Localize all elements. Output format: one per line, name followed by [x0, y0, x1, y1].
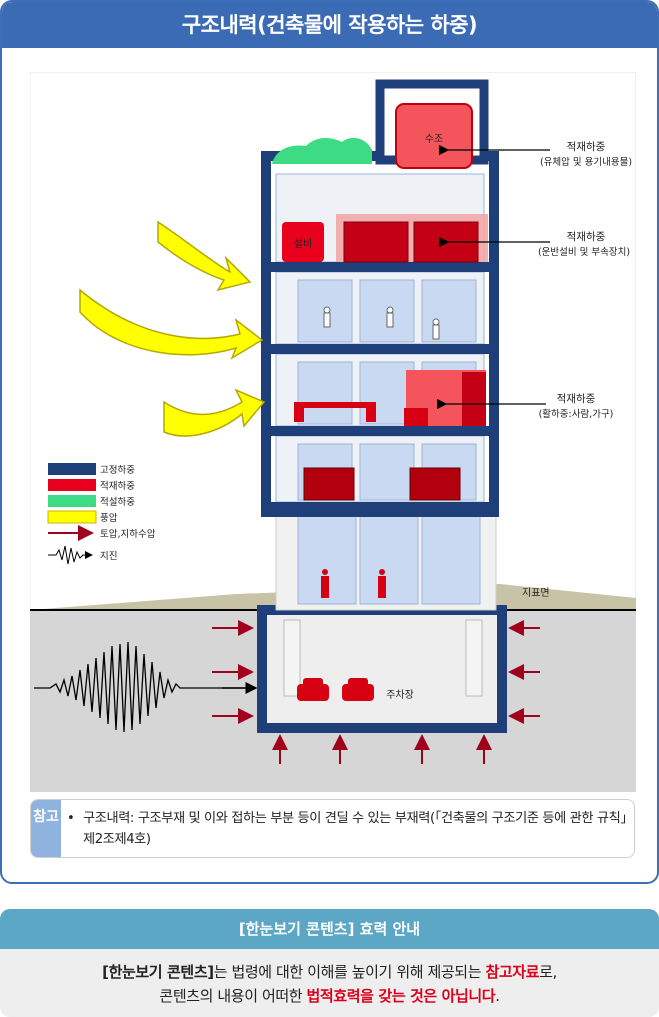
water-tank [395, 103, 473, 169]
callout-detail: (활하중:사람,가구) [539, 408, 614, 420]
bullet-icon: • [67, 811, 75, 826]
basement-structure [257, 605, 507, 733]
callout-detail: (유체압 및 용기내용물) [540, 156, 632, 168]
callout-detail: (운반설비 및 부속장치) [538, 246, 630, 258]
notice-text: 콘텐츠의 내용이 어떠한 [159, 987, 307, 1005]
legend-label: 적재하중 [100, 480, 135, 492]
equipment-unit [282, 222, 324, 262]
notice-highlight: 참고자료 [485, 963, 540, 981]
callout-title: 적재하중 [557, 392, 596, 405]
building-load-diagram: 수조 설비 주차장 지표면 적재하중 (유체압 및 용기내용물) 적재하중 (운… [30, 72, 636, 792]
reference-note: 참고 • 구조내력: 구조부재 및 이와 접하는 부분 등이 견딜 수 있는 부… [30, 799, 635, 858]
note-tag: 참고 [31, 800, 61, 857]
car-icon [297, 678, 329, 701]
parking-label: 주차장 [386, 689, 414, 701]
wind-arrows [79, 220, 266, 437]
ground-surface-label: 지표면 [522, 587, 550, 599]
notice-text: 는 법령에 대한 이해를 높이기 위해 제공되는 [213, 963, 486, 981]
callout-title: 적재하중 [567, 140, 606, 153]
notice-line-2: 콘텐츠의 내용이 어떠한 법적효력을 갖는 것은 아닙니다. [0, 984, 659, 1008]
callout-title: 적재하중 [567, 230, 606, 243]
legend-label: 지진 [100, 551, 117, 562]
legend-label: 풍압 [100, 512, 118, 524]
notice-content-name: [한눈보기 콘텐츠] [102, 963, 214, 981]
legend-label: 적설하중 [100, 496, 135, 508]
legend: 고정하중 적재하중 적설하중 풍압 토압,지하수압 지진 [47, 463, 156, 565]
legend-label: 토압,지하수압 [100, 528, 156, 540]
note-text: • 구조내력: 구조부재 및 이와 접하는 부분 등이 견딜 수 있는 부재력(… [67, 808, 628, 850]
notice-body: [한눈보기 콘텐츠]는 법령에 대한 이해를 높이기 위해 제공되는 참고자료로… [0, 949, 659, 1017]
notice-text: 로, [539, 963, 557, 981]
water-tank-label: 수조 [425, 133, 443, 145]
car-icon [342, 678, 374, 701]
notice-title: [한눈보기 콘텐츠] 효력 안내 [0, 909, 659, 949]
seismic-wave [34, 641, 256, 733]
equipment-label: 설비 [294, 238, 312, 250]
notice-highlight: 법적효력을 갖는 것은 아닙니다 [306, 987, 496, 1005]
note-body: 구조내력: 구조부재 및 이와 접하는 부분 등이 견딜 수 있는 부재력(「건… [83, 811, 627, 847]
notice-line-1: [한눈보기 콘텐츠]는 법령에 대한 이해를 높이기 위해 제공되는 참고자료로… [0, 960, 659, 984]
page-title: 구조내력(건축물에 작용하는 하중) [2, 2, 657, 48]
main-card: 구조내력(건축물에 작용하는 하중) [0, 0, 659, 884]
notice-text: . [495, 987, 500, 1005]
snow-mound [272, 137, 372, 164]
legend-label: 고정하중 [100, 464, 135, 476]
